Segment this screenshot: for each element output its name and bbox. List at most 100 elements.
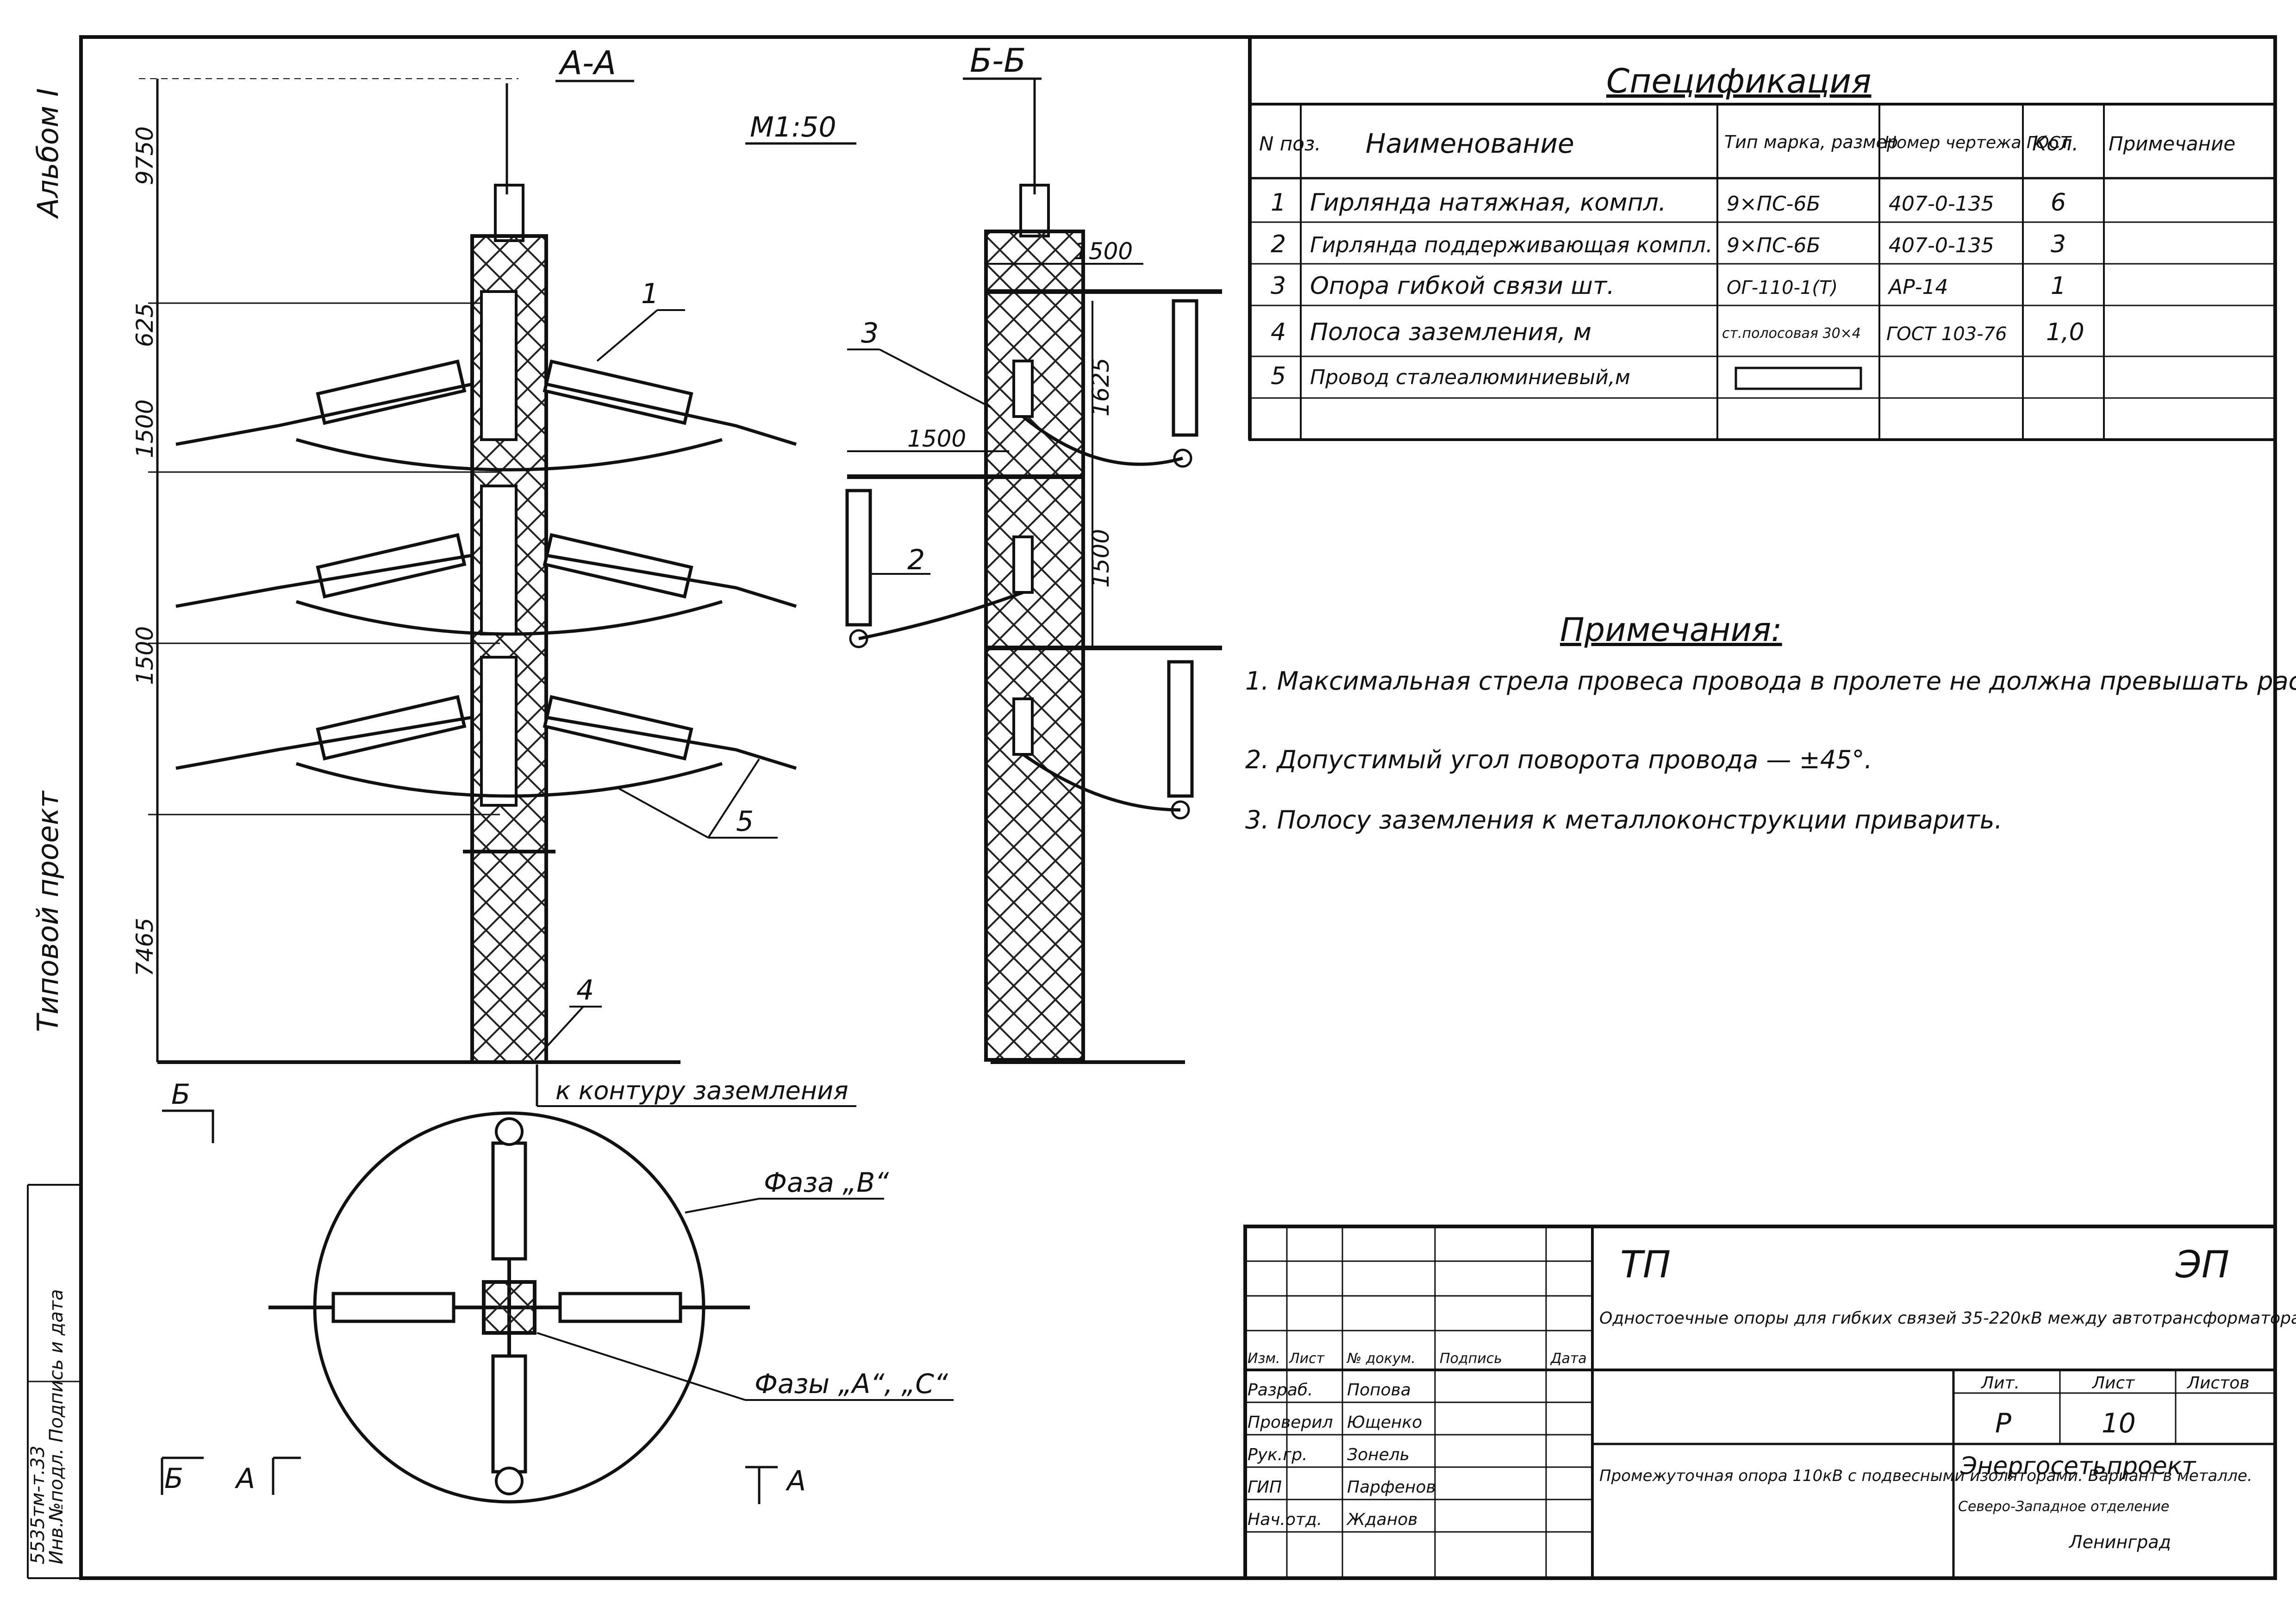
phase-b-label: Фаза „В“ [764, 1167, 889, 1198]
callout-5: 5 [736, 805, 754, 838]
dim-right-4: 1500 [1087, 529, 1114, 588]
spec-row-2-pos: 2 [1271, 230, 1286, 258]
tb-sheet-title: Промежуточная опора 110кВ с подвесными и… [1599, 1467, 2252, 1485]
dim-left-2: 625 [131, 303, 158, 347]
spec-row-3-name: Опора гибкой связи шт. [1310, 272, 1615, 300]
tb-name-5: Жданов [1346, 1510, 1418, 1529]
tb-name-1: Попова [1347, 1381, 1411, 1400]
scale-label: M1:50 [750, 111, 836, 143]
insulator-level-1 [175, 359, 797, 472]
spec-row-2-doc: 407-0-135 [1889, 234, 1994, 257]
spec-row-4-doc: ГОСТ 103-76 [1886, 324, 2007, 345]
tb-role-3: Рук.гр. [1248, 1445, 1307, 1464]
callout-2: 2 [907, 544, 925, 576]
spec-row-1-doc: 407-0-135 [1889, 192, 1994, 216]
tb-header-doc: № докум. [1346, 1350, 1416, 1367]
spec-row-4-name: Полоса заземления, м [1310, 318, 1591, 346]
tb-role-5: Нач.отд. [1248, 1510, 1322, 1529]
section-aa-label: А-А [558, 44, 616, 82]
callout-1: 1 [641, 278, 659, 310]
tb-sheets-label: Листов [2186, 1374, 2249, 1393]
dim-left-5: 7465 [131, 918, 158, 977]
spec-row-1-pos: 1 [1271, 189, 1286, 217]
tb-name-3: Зонель [1347, 1445, 1410, 1464]
spec-row-2-qty: 3 [2051, 230, 2066, 258]
inventory-label: Инв.№подл. Подпись и дата [46, 1289, 67, 1564]
dim-right-3: 1625 [1087, 358, 1114, 417]
phase-ac-label: Фазы „А“, „С“ [755, 1368, 948, 1400]
project-label: Типовой проект [31, 790, 65, 1032]
tb-code-right: ЭП [2175, 1243, 2229, 1286]
dim-left-4: 1500 [131, 626, 158, 685]
spec-row-5-name: Провод сталеалюминиевый,м [1310, 366, 1630, 389]
spec-row-3-pos: 3 [1271, 272, 1286, 300]
tb-lit: Р [1995, 1407, 2011, 1439]
notes-block: Примечания: 1. Максимальная стрела прове… [1245, 611, 2296, 834]
note-1: 1. Максимальная стрела провеса провода в… [1245, 666, 2296, 696]
callout-4: 4 [576, 974, 594, 1007]
spec-row-5-type-box [1734, 367, 1862, 390]
spec-row-4-type: ст.полосовая 30×4 [1722, 325, 1861, 342]
notes-title: Примечания: [1560, 611, 1782, 649]
ground-note: к контуру заземления [555, 1076, 849, 1105]
tb-lit-label: Лит. [1980, 1374, 2020, 1393]
tb-org-city: Ленинград [2068, 1532, 2171, 1552]
inventory-number: 5535тм-т.33 [27, 1445, 49, 1564]
tb-role-4: ГИП [1248, 1478, 1282, 1497]
tb-header-list: Лист [1289, 1350, 1325, 1367]
callout-3: 3 [861, 317, 879, 349]
dim-left-3: 1500 [131, 399, 158, 458]
tb-role-2: Проверил [1248, 1413, 1333, 1432]
insulator-level-2 [175, 533, 797, 636]
spec-header-name: Наименование [1366, 128, 1574, 159]
view-bb: Б-Б 1500 1500 1625 1500 2 [845, 42, 1222, 1064]
album-label: Альбом I [31, 88, 65, 219]
tb-name-2: Ющенко [1347, 1413, 1422, 1432]
tb-role-1: Разраб. [1248, 1381, 1313, 1400]
section-bb-label: Б-Б [970, 42, 1026, 80]
tb-header-sign: Подпись [1440, 1350, 1502, 1367]
spec-row-1-type: 9×ПС-6Б [1727, 192, 1821, 216]
section-mark-a-left: А [234, 1462, 255, 1495]
spec-row-2-type: 9×ПС-6Б [1727, 234, 1821, 257]
dim-right-1: 1500 [1074, 238, 1133, 265]
spec-row-3-doc: АР-14 [1887, 275, 1948, 299]
title-block: Изм. Лист № докум. Подпись Дата Разраб. … [1243, 1225, 2296, 1580]
tb-sheet: 10 [2102, 1407, 2136, 1439]
tb-code: ТП [1620, 1243, 1671, 1286]
spec-row-1-name: Гирлянда натяжная, компл. [1310, 189, 1666, 217]
spec-row-5-pos: 5 [1271, 362, 1286, 390]
note-3: 3. Полосу заземления к металлоконструкци… [1245, 805, 2003, 834]
plan-view [268, 1111, 750, 1504]
section-mark-a-right: А [785, 1465, 806, 1497]
spec-header-doc: Номер чертежа ГОСТ [1884, 133, 2072, 152]
section-mark-b-top: Б [171, 1078, 190, 1111]
tb-header-date: Дата [1550, 1350, 1587, 1367]
dim-right-2: 1500 [907, 425, 966, 452]
insulator-level-3 [175, 695, 797, 798]
spec-header-note: Примечание [2109, 132, 2235, 155]
spec-row-4-qty: 1,0 [2046, 318, 2084, 346]
spec-title: Спецификация [1606, 62, 1872, 100]
section-mark-b-bottom: Б [164, 1462, 183, 1495]
tb-header-izm: Изм. [1248, 1350, 1280, 1367]
spec-row-2-name: Гирлянда поддерживающая компл. [1310, 232, 1713, 257]
spec-row-3-qty: 1 [2051, 272, 2066, 300]
spec-header-type: Тип марка, размер [1724, 132, 1898, 152]
view-aa: А-А M1:50 9750 625 1500 1500 7465 [131, 44, 954, 1504]
specification-table: Спецификация N поз. Наименование Тип мар… [1248, 37, 2277, 441]
spec-header-pos: N поз. [1259, 132, 1321, 155]
tb-org: Энергосетьпроект [1960, 1452, 2196, 1480]
dim-left-1: 9750 [131, 126, 158, 185]
spec-row-1-qty: 6 [2051, 189, 2066, 217]
tb-name-4: Парфенов [1347, 1478, 1436, 1497]
tb-sheet-label: Лист [2091, 1374, 2135, 1393]
tb-org-division: Северо-Западное отделение [1958, 1499, 2169, 1515]
note-2: 2. Допустимый угол поворота провода — ±4… [1245, 745, 1872, 774]
tb-title: Одностоечные опоры для гибких связей 35-… [1599, 1309, 2296, 1328]
spec-row-4-pos: 4 [1271, 318, 1286, 346]
drawing-frame [79, 35, 2277, 1580]
spec-header-qty: Кол. [2032, 132, 2078, 156]
spec-row-3-type: ОГ-110-1(Т) [1727, 277, 1838, 299]
